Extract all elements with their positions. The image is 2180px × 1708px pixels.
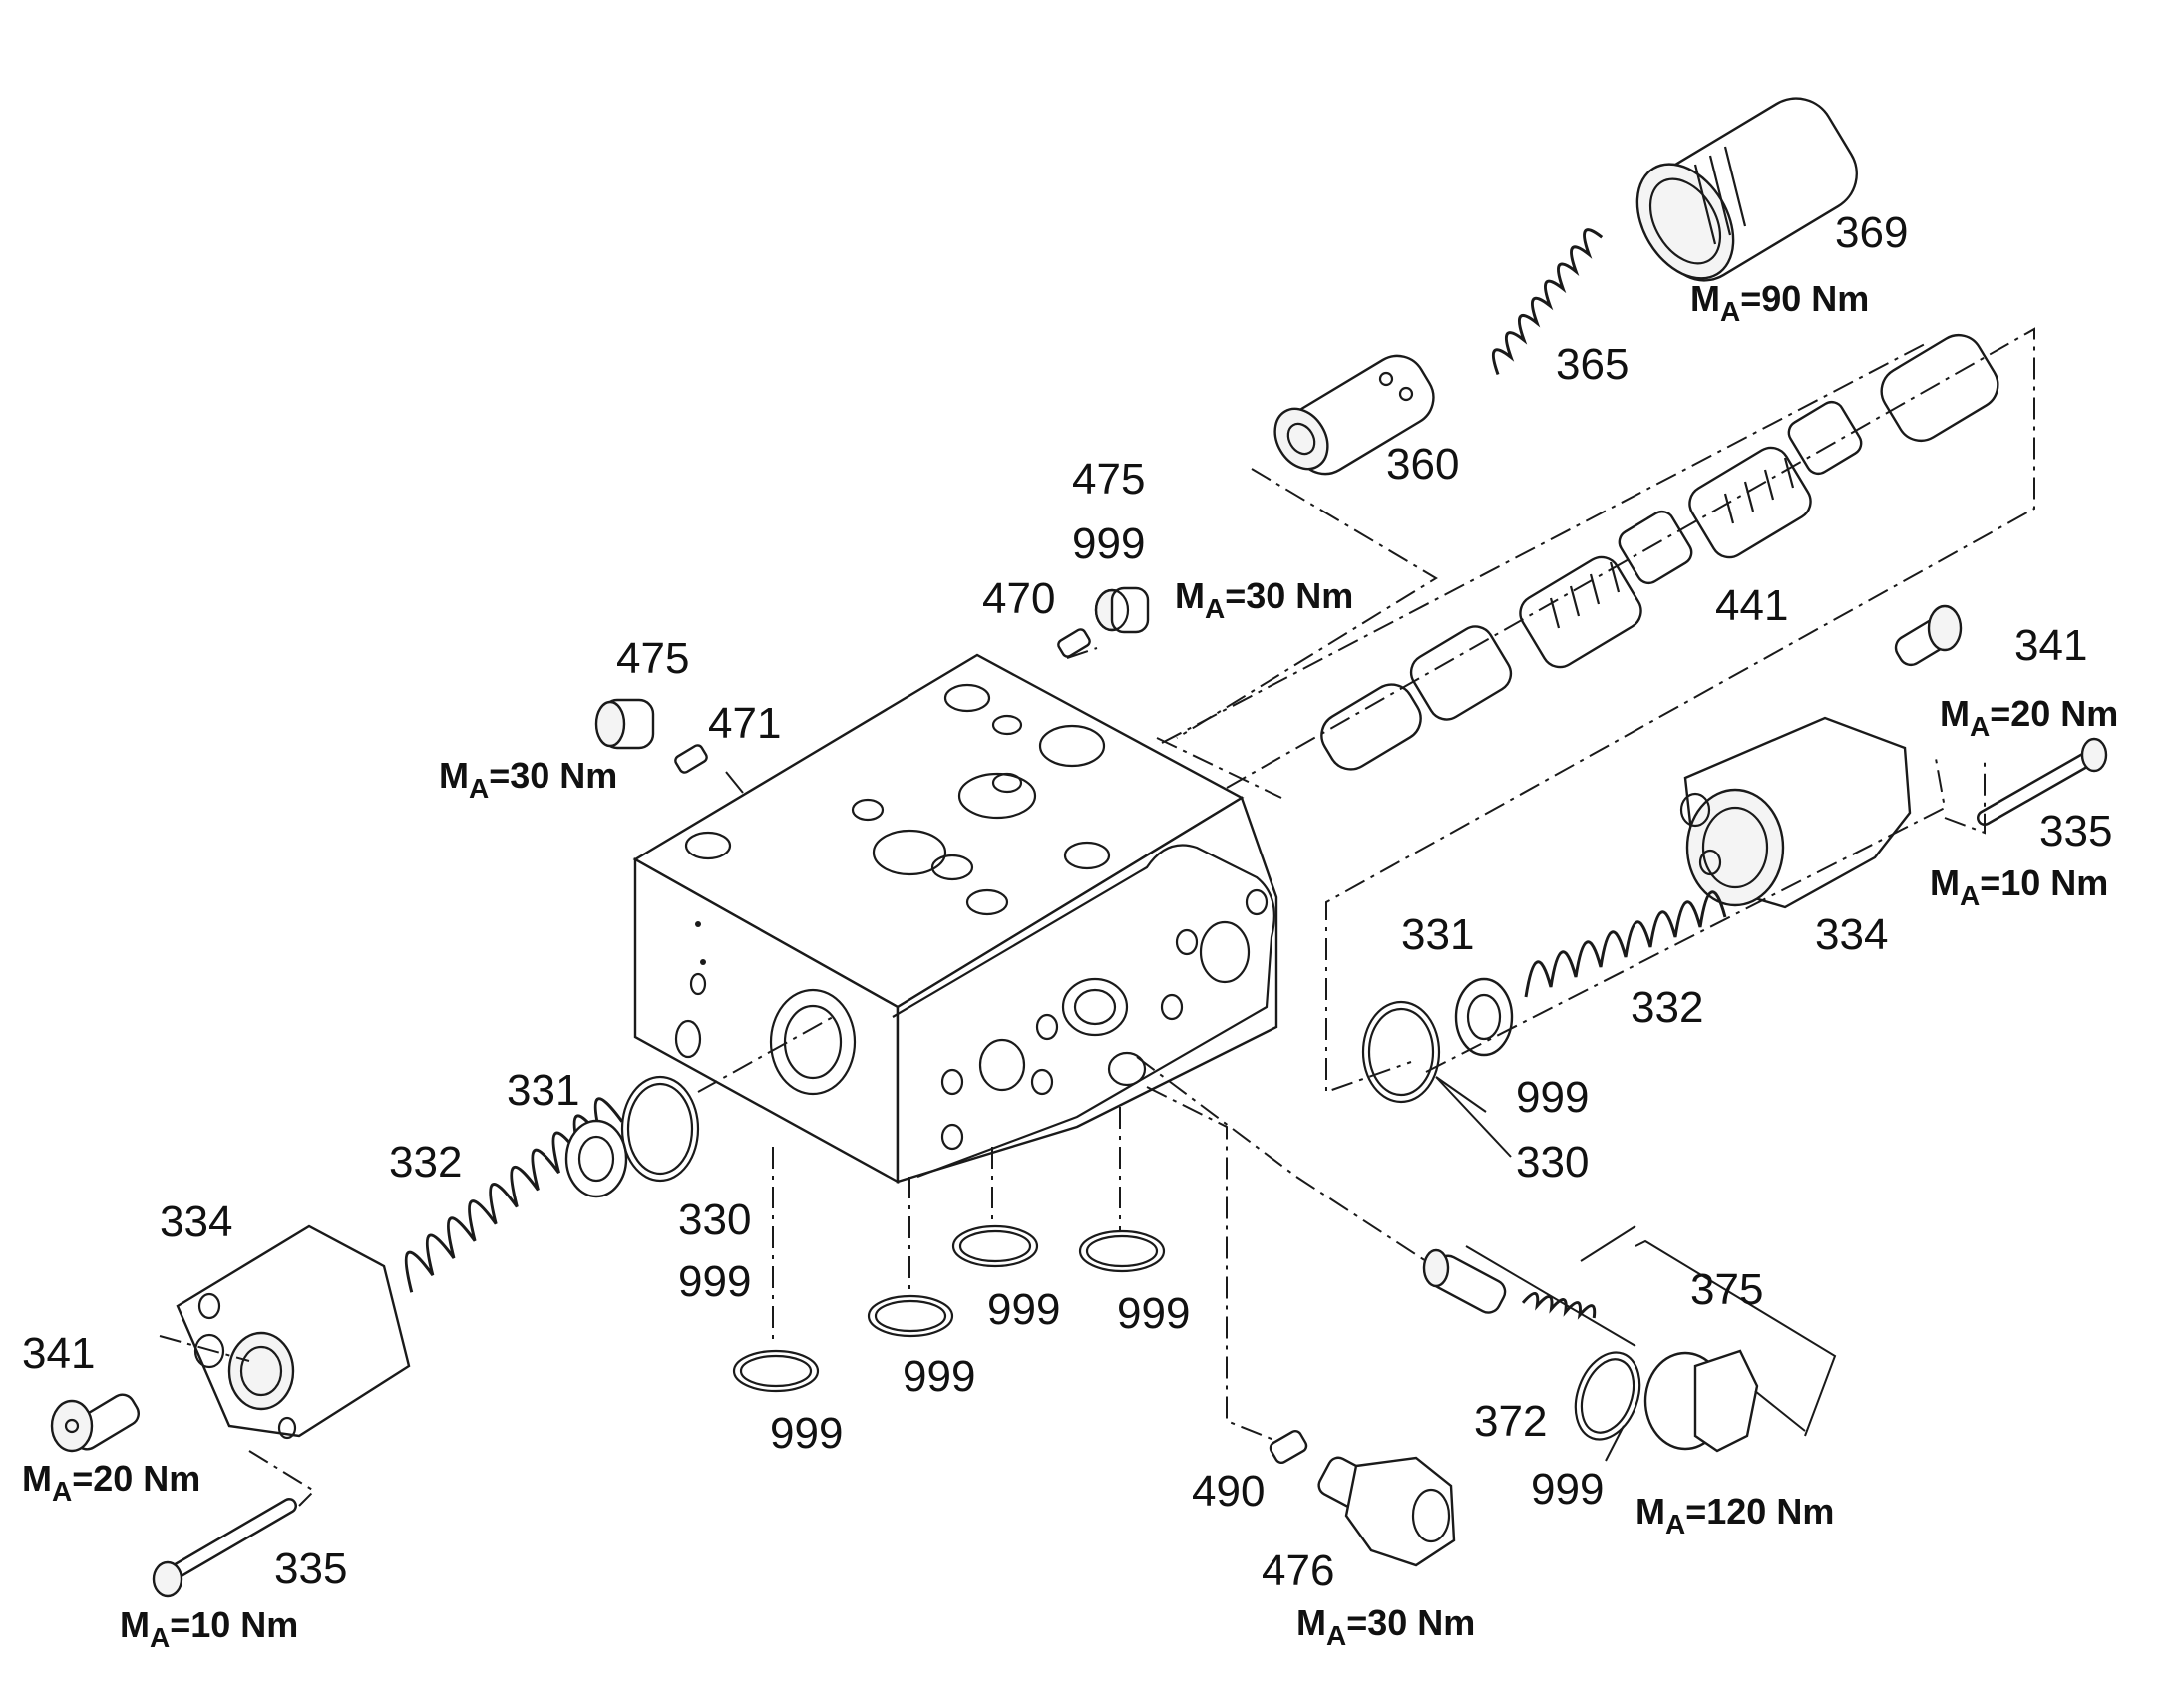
callout-372: 372 [1474, 1397, 1547, 1446]
callout-334-left: 334 [160, 1197, 232, 1246]
callout-335-right: 335 [2039, 807, 2112, 855]
seat-331-right [1454, 977, 1514, 1057]
callout-490: 490 [1192, 1467, 1265, 1516]
torque-341-left: MA=20 Nm [22, 1458, 200, 1507]
callout-330-right: 330 [1516, 1138, 1589, 1187]
callout-476: 476 [1262, 1546, 1334, 1595]
cover-334-right [1679, 716, 1912, 909]
screw-470 [1057, 628, 1091, 658]
callout-332-left: 332 [389, 1138, 462, 1187]
spring-332-left [404, 1097, 624, 1293]
centerlines [159, 327, 2035, 1507]
oring-330-right [1361, 1000, 1441, 1104]
oring-999-375 [1574, 1351, 1641, 1441]
callout-334-right: 334 [1815, 910, 1888, 959]
plug-475-top [1094, 586, 1150, 634]
bolt-335-left [152, 1498, 297, 1598]
torque-375: MA=120 Nm [1635, 1491, 1834, 1539]
oring-330-left [620, 1075, 700, 1183]
plug-375 [1643, 1349, 1759, 1453]
callout-335-left: 335 [274, 1544, 347, 1593]
screw-471 [674, 744, 708, 774]
cover-334-left [176, 1224, 411, 1440]
spring-365 [1491, 228, 1604, 375]
callout-999-b2: 999 [903, 1352, 975, 1401]
spool-441 [1320, 333, 1999, 771]
fitting-476 [1317, 1456, 1456, 1567]
callout-470: 470 [982, 574, 1055, 623]
callout-999-b4: 999 [1117, 1289, 1190, 1338]
valve-body [632, 653, 1278, 1185]
oring-999-b3 [951, 1224, 1039, 1268]
screw-341-right [1894, 604, 1963, 667]
plug-475-left [594, 698, 655, 750]
oring-999-b4 [1078, 1229, 1166, 1273]
callout-332-right: 332 [1631, 983, 1703, 1032]
callout-475-left: 475 [616, 634, 689, 683]
callout-369: 369 [1835, 208, 1908, 257]
callouts: 369 365 360 441 475 999 470 475 471 341 … [22, 208, 2112, 1595]
screw-341-left [50, 1393, 140, 1453]
torque-475-left: MA=30 Nm [439, 755, 617, 804]
callout-471: 471 [708, 699, 781, 748]
bolt-335-right [1977, 737, 2108, 826]
callout-999-b3: 999 [987, 1285, 1060, 1334]
torque-335-left: MA=10 Nm [120, 1604, 298, 1653]
oring-999-b1 [732, 1349, 820, 1393]
torque-475-top: MA=30 Nm [1175, 575, 1353, 624]
torque-341-right: MA=20 Nm [1940, 693, 2118, 742]
cap-369 [1635, 97, 1858, 282]
seat-331-left [564, 1119, 628, 1198]
leader-lines [725, 771, 1837, 1462]
callout-330-left: 330 [678, 1196, 751, 1244]
callout-999-left: 999 [678, 1257, 751, 1306]
orifice-490 [1269, 1429, 1308, 1465]
spring-372 [1521, 1291, 1597, 1320]
callout-475-top: 475 [1072, 455, 1145, 504]
callout-341-right: 341 [2014, 621, 2087, 670]
callout-999-b1: 999 [770, 1409, 843, 1458]
callout-375: 375 [1690, 1265, 1763, 1314]
pilot-sleeve [1422, 1248, 1507, 1314]
valve-sleeve-360 [1273, 354, 1435, 476]
callout-441: 441 [1715, 581, 1788, 630]
callout-360: 360 [1386, 440, 1459, 489]
callout-999-375: 999 [1531, 1465, 1604, 1514]
spring-332-right [1524, 890, 1727, 998]
callout-999-right: 999 [1516, 1073, 1589, 1122]
torque-476: MA=30 Nm [1296, 1602, 1475, 1651]
torque-labels: MA=90 Nm MA=30 Nm MA=30 Nm MA=20 Nm MA=1… [22, 278, 2118, 1653]
torque-335-right: MA=10 Nm [1930, 862, 2108, 911]
callout-331-left: 331 [507, 1066, 579, 1115]
torque-369: MA=90 Nm [1690, 278, 1869, 327]
callout-331-right: 331 [1401, 910, 1474, 959]
oring-999-b2 [867, 1294, 954, 1338]
callout-341-left: 341 [22, 1329, 95, 1378]
callout-999-top: 999 [1072, 519, 1145, 568]
callout-365: 365 [1556, 340, 1629, 389]
